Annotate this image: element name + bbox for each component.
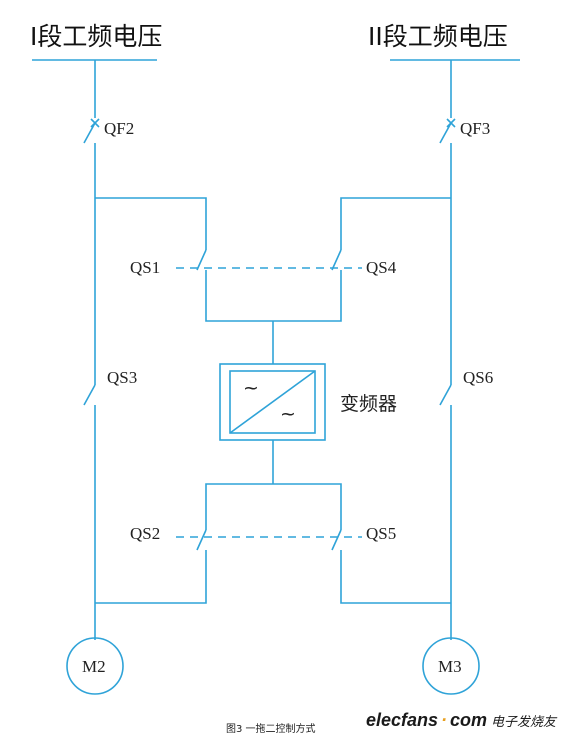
- watermark-site: elecfans: [366, 710, 438, 730]
- label-qs2: QS2: [130, 524, 160, 543]
- inverter: [219, 363, 326, 441]
- watermark-dot: ·: [441, 710, 447, 730]
- label-m3: M3: [438, 657, 462, 676]
- elecfans-watermark: elecfans · com 电子发烧友: [366, 710, 558, 730]
- figure-caption: 图3 一拖二控制方式: [226, 722, 316, 735]
- motor-m2: [66, 637, 124, 695]
- switch-qs4: [331, 249, 342, 271]
- watermark-tld: com: [450, 710, 487, 730]
- breaker-qf2: [83, 118, 100, 144]
- label-qf3: QF3: [460, 119, 490, 138]
- switch-qs6: [439, 384, 452, 406]
- label-qs3: QS3: [107, 368, 137, 387]
- switch-qs5: [331, 529, 342, 551]
- wire-lower-right-branch: [340, 556, 451, 604]
- label-qs5: QS5: [366, 524, 396, 543]
- switch-qs1: [196, 249, 207, 271]
- bus-left-title: I段工频电压: [30, 22, 162, 51]
- bus-right-title: II段工频电压: [368, 22, 508, 51]
- label-qf2: QF2: [104, 119, 134, 138]
- wire-lower-left-branch: [95, 556, 207, 604]
- inverter-ac-symbol-bottom: ~: [280, 403, 296, 425]
- switch-qs3: [83, 384, 96, 406]
- wire-upper-right-branch: [340, 197, 451, 250]
- inverter-label: 变频器: [340, 393, 397, 415]
- wire-lower-collector: [205, 483, 342, 530]
- label-qs1: QS1: [130, 258, 160, 277]
- label-qs4: QS4: [366, 258, 397, 277]
- inverter-ac-symbol-top: ~: [243, 377, 259, 399]
- breaker-qf3: [439, 118, 456, 144]
- motor-m3: [422, 637, 480, 695]
- wire-upper-left-branch: [95, 197, 207, 250]
- switch-qs2: [196, 529, 207, 551]
- label-qs6: QS6: [463, 368, 493, 387]
- wire-upper-collector: [205, 276, 342, 322]
- label-m2: M2: [82, 657, 106, 676]
- watermark-tagline: 电子发烧友: [491, 715, 558, 730]
